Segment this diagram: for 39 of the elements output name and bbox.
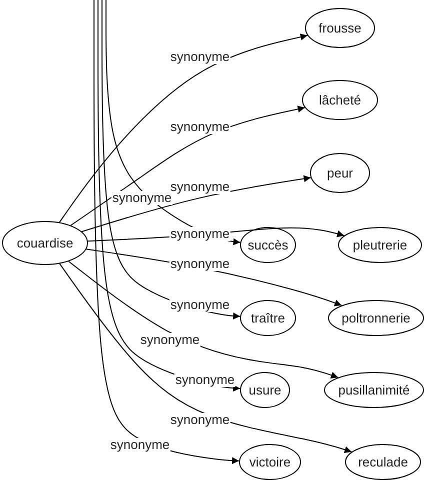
node-ellipse — [324, 372, 424, 408]
node-label: traître — [251, 310, 285, 326]
node-label: reculade — [358, 454, 408, 470]
edge-label: synonyme — [111, 191, 173, 205]
edge-label: synonyme — [109, 438, 171, 452]
edge-label: synonyme — [169, 413, 231, 427]
arrow — [81, 175, 312, 232]
arrow — [102, 0, 241, 320]
node-ellipse — [345, 444, 421, 480]
arrow — [68, 260, 339, 378]
node-label: victoire — [249, 454, 291, 470]
node-ellipse — [305, 8, 375, 48]
arrow — [58, 34, 308, 223]
node-label: pusillanimité — [338, 382, 410, 398]
node-label: usure — [248, 382, 282, 398]
arrow — [70, 106, 306, 226]
node-ellipse — [240, 300, 296, 336]
node-label: peur — [326, 166, 354, 180]
node-label: lâcheté — [319, 92, 361, 108]
node-label: poltronnerie — [342, 310, 410, 326]
arrow — [98, 0, 241, 392]
node-ellipse — [328, 300, 424, 336]
arrow — [94, 0, 240, 464]
edge-label: synonyme — [169, 227, 231, 241]
edge-label: synonyme — [169, 298, 231, 312]
node-label: succès — [248, 238, 288, 252]
node-ellipse — [338, 227, 422, 263]
edge-label: synonyme — [174, 373, 236, 387]
arrow — [59, 263, 352, 454]
node-ellipse — [302, 80, 378, 120]
node-label: couardise — [16, 236, 74, 250]
node-ellipse — [310, 153, 370, 193]
edge-label: synonyme — [139, 333, 201, 347]
node-ellipse — [2, 221, 88, 265]
node-ellipse — [240, 372, 290, 408]
node-label: frousse — [318, 20, 362, 36]
node-label: pleutrerie — [352, 238, 408, 252]
node-ellipse — [239, 444, 301, 480]
node-ellipse — [240, 227, 296, 263]
